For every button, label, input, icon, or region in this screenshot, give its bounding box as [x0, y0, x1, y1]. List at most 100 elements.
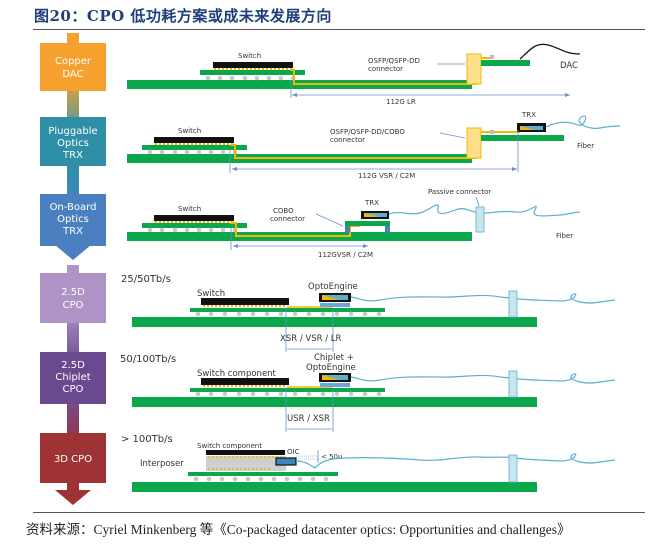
link-label: XSR / VSR / LR	[280, 334, 342, 344]
module-pcb	[345, 221, 390, 226]
package-substrate	[188, 472, 338, 476]
dac-label: DAC	[560, 61, 578, 71]
package-substrate	[142, 223, 247, 228]
module-pcb	[481, 60, 530, 66]
stage-connector	[67, 265, 79, 275]
bga-balls	[147, 149, 238, 155]
engine-interposer	[320, 383, 350, 387]
stage-pluggable-optics: Pluggable Optics TRX	[40, 117, 106, 166]
stage-25d-chiplet-cpo: 2.5D Chiplet CPO	[40, 352, 106, 404]
switch-chip	[201, 378, 289, 385]
optical-element	[520, 126, 535, 130]
arrow-head	[363, 244, 368, 248]
stage-label: Optics	[57, 138, 89, 149]
engine-interposer	[320, 303, 350, 307]
switch-label: Switch	[178, 205, 201, 213]
connector-label: connector	[368, 65, 403, 73]
stage-label: TRX	[62, 150, 83, 161]
connector-pin	[490, 55, 494, 59]
connector-pointer	[439, 132, 466, 139]
switch-label: Switch	[238, 52, 261, 60]
stage-onboard-optics: On-Board Optics TRX	[40, 194, 106, 246]
module-pcb	[481, 135, 564, 141]
stage-arrow-head	[55, 490, 91, 505]
switch-chip	[154, 137, 234, 143]
link-label: 112G VSR / C2M	[358, 172, 415, 180]
switch-label: Switch component	[197, 369, 277, 379]
bga-balls	[147, 227, 238, 233]
figure-source: 资料来源：Cyriel Minkenberg 等《Co-packaged dat…	[26, 522, 571, 537]
connector-label: connector	[330, 136, 365, 144]
optoengine-label: OptoEngine	[306, 363, 356, 373]
switch-chip	[206, 450, 285, 455]
optoengine-label: OptoEngine	[308, 282, 358, 292]
stage-connector	[67, 33, 79, 43]
trx-label: TRX	[364, 199, 379, 207]
fiber-label: Fiber	[556, 232, 573, 240]
row-25d-cpo: 25/50Tb/s Switch OptoEngine XSR / VSR / …	[121, 274, 616, 352]
stage-3d-cpo: 3D CPO	[40, 433, 106, 483]
switch-label: Switch	[197, 289, 225, 299]
oic-chip	[275, 457, 297, 466]
dac-cable	[519, 43, 581, 60]
connector-label: COBO	[273, 207, 294, 215]
bga-balls	[193, 476, 329, 482]
arrow-head	[565, 93, 570, 97]
stage-copper-dac: Copper DAC	[40, 43, 106, 91]
row-25d-chiplet-cpo: 50/100Tb/s Switch component Chiplet + Op…	[120, 353, 616, 432]
switch-label: Switch	[178, 127, 201, 135]
stage-label: 3D CPO	[54, 454, 92, 465]
connector-pointer	[315, 213, 344, 227]
row-3d-cpo: > 100Tb/s Switch component Interposer OI…	[121, 434, 616, 492]
stage-connector	[67, 403, 79, 433]
package-substrate	[190, 388, 385, 392]
title-divider	[33, 29, 645, 30]
connector-label: connector	[270, 215, 305, 223]
link-label: 112G LR	[386, 98, 416, 106]
connector-label: OSFP/QSFP-DD	[368, 57, 420, 65]
stage-connector	[67, 90, 79, 120]
osfp-connector	[466, 127, 482, 159]
optical-element	[322, 375, 340, 380]
bandwidth-label: 50/100Tb/s	[120, 354, 176, 365]
passive-connector	[508, 290, 518, 318]
switch-chip	[154, 215, 234, 221]
stage-label: 2.5D	[61, 287, 85, 298]
passive-connector	[475, 206, 485, 233]
link-label: USR / XSR	[287, 414, 330, 424]
stage-label: On-Board	[50, 202, 97, 213]
row-copper-dac: Switch DAC OSFP/QSFP-DD connector 112G L…	[127, 43, 581, 106]
bga-balls	[195, 311, 382, 317]
cobo-connector	[345, 226, 350, 233]
stage-label: CPO	[63, 384, 84, 395]
main-pcb	[132, 397, 537, 407]
bandwidth-label: 25/50Tb/s	[121, 274, 171, 285]
arrow-head	[232, 167, 237, 171]
interposer-label: Interposer	[140, 459, 184, 469]
stage-arrow-head	[55, 245, 91, 260]
arrow-head	[292, 93, 297, 97]
stage-label: DAC	[62, 69, 83, 80]
switch-chip	[201, 298, 289, 305]
cobo-connector	[385, 226, 390, 233]
fiber-label: Fiber	[577, 142, 594, 150]
fiber	[388, 204, 581, 217]
main-pcb	[132, 317, 537, 327]
stage-25d-cpo: 2.5D CPO	[40, 273, 106, 323]
oic-label: OIC	[287, 448, 300, 456]
chiplet-label: Chiplet +	[314, 353, 354, 363]
package-substrate	[142, 145, 247, 150]
main-pcb	[132, 482, 537, 492]
fiber	[295, 453, 616, 469]
electrical-trace	[230, 131, 520, 159]
stage-label: Pluggable	[48, 126, 97, 137]
arrow-head	[233, 244, 238, 248]
row-pluggable-optics: Switch TRX Fiber OSFP/QSFP-DD/COBO conne…	[127, 111, 621, 180]
link-label: 112GVSR / C2M	[318, 251, 373, 259]
passive-connector-label: Passive connector	[428, 188, 491, 196]
package-substrate	[200, 70, 305, 75]
bandwidth-label: > 100Tb/s	[121, 434, 173, 445]
stage-label: Optics	[57, 214, 89, 225]
interposer	[206, 456, 286, 471]
